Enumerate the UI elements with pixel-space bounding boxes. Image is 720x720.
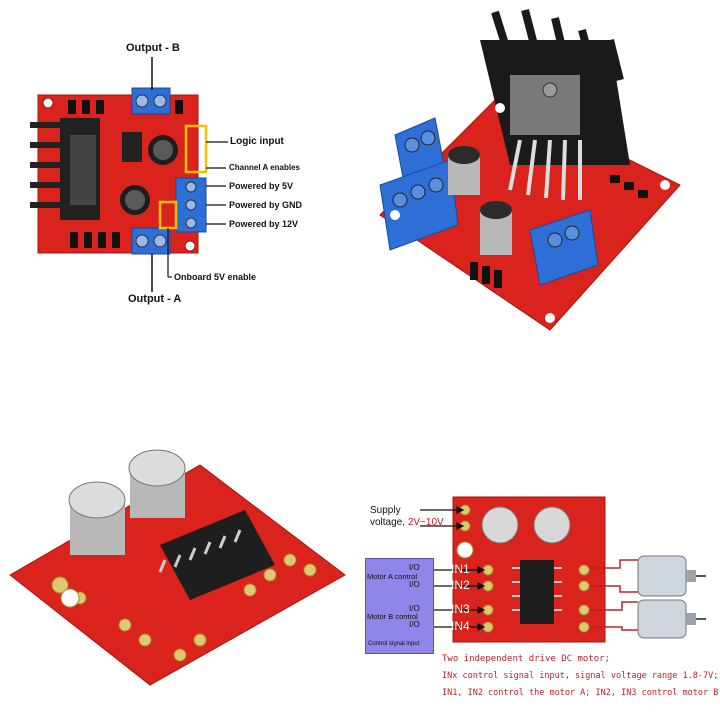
ic-chip-icon [158,510,275,600]
note-line-3: IN1, IN2 control the motor A; IN2, IN3 c… [442,688,720,698]
wiring-diagram: Supply voltage, 2V~10V IN1 IN2 IN3 IN4 I… [360,360,720,720]
capacitor-icon [481,506,571,544]
io-label-2: I/O [409,580,420,589]
pin-label-in2: IN2 [451,578,470,592]
mini-driver-photo [0,360,360,720]
motor-b-control-label: Motor B control [367,612,418,621]
l298n-angled-illustration [379,8,681,331]
supply-label: Supply voltage, 2V~10V [370,505,444,529]
capacitor-icon [120,135,178,215]
pin-label-in4: IN4 [451,619,470,633]
supply-voltage-range: 2V~10V [407,517,444,528]
logic-input-jumper [184,124,208,174]
control-signal-box [365,558,434,654]
capacitor-icon [448,146,512,255]
supply-label-line2: voltage, [370,517,406,528]
supply-label-line1: Supply [370,505,401,516]
pin-label-in3: IN3 [451,602,470,616]
powered-5v-label: Powered by 5V [229,181,294,191]
note-line-1: Two independent drive DC motor; [442,654,610,664]
output-b-terminal [131,87,171,115]
powered-12v-label: Powered by 12V [229,219,299,229]
control-signal-input-label: Control signal input [368,641,420,647]
l298n-board-illustration [30,57,228,292]
wiring-illustration [420,496,706,643]
motor-a-icon [637,555,706,597]
output-a-terminal [131,227,171,255]
pin-label-in1: IN1 [451,562,470,576]
io-label-3: I/O [409,604,420,613]
capacitor-icon [68,449,186,555]
channel-a-enables-label: Channel A enables [229,163,300,172]
l298n-annotated-photo: Output - B Logic input Channel A enables… [0,0,360,360]
terminal-block [379,117,599,286]
motor-a-control-label: Motor A control [367,572,418,581]
ic-chip-icon [512,560,562,624]
mini-driver-illustration [9,449,346,686]
powered-gnd-label: Powered by GND [229,200,303,210]
note-line-2: INx control signal input, signal voltage… [442,671,719,681]
onboard-5v-label: Onboard 5V enable [174,272,257,282]
io-label-1: I/O [409,563,420,572]
heatsink-icon [30,118,100,220]
heatsink-icon [480,8,630,165]
output-b-label: Output - B [126,42,180,54]
output-a-label: Output - A [128,293,182,305]
logic-input-label: Logic input [230,136,284,147]
l298n-angled-photo [360,0,720,360]
motor-b-icon [637,599,706,639]
io-label-4: I/O [409,620,420,629]
power-terminal [175,177,207,233]
